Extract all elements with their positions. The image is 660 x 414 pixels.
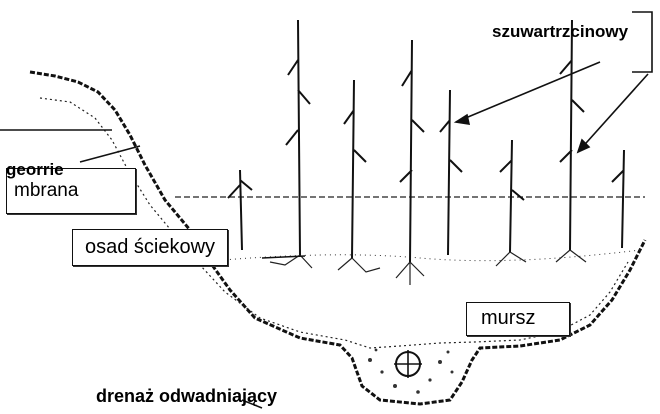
label-drain: drenaż odwadniający	[96, 386, 277, 407]
sludge-layer-line	[200, 250, 640, 262]
drain-pipe-icon	[394, 350, 422, 378]
label-bracket	[632, 12, 652, 72]
reed-plants	[228, 20, 624, 262]
reed-roots	[270, 250, 586, 285]
label-peat: mursz	[466, 302, 570, 336]
label-geomembrane-bottom: mbrana	[14, 180, 78, 202]
label-geomembrane-top: georrie	[6, 160, 64, 180]
label-sludge: osad ściekowy	[72, 229, 228, 266]
gravel-fill	[368, 349, 454, 394]
label-reeds: szuwartrzcinowy	[492, 22, 628, 42]
